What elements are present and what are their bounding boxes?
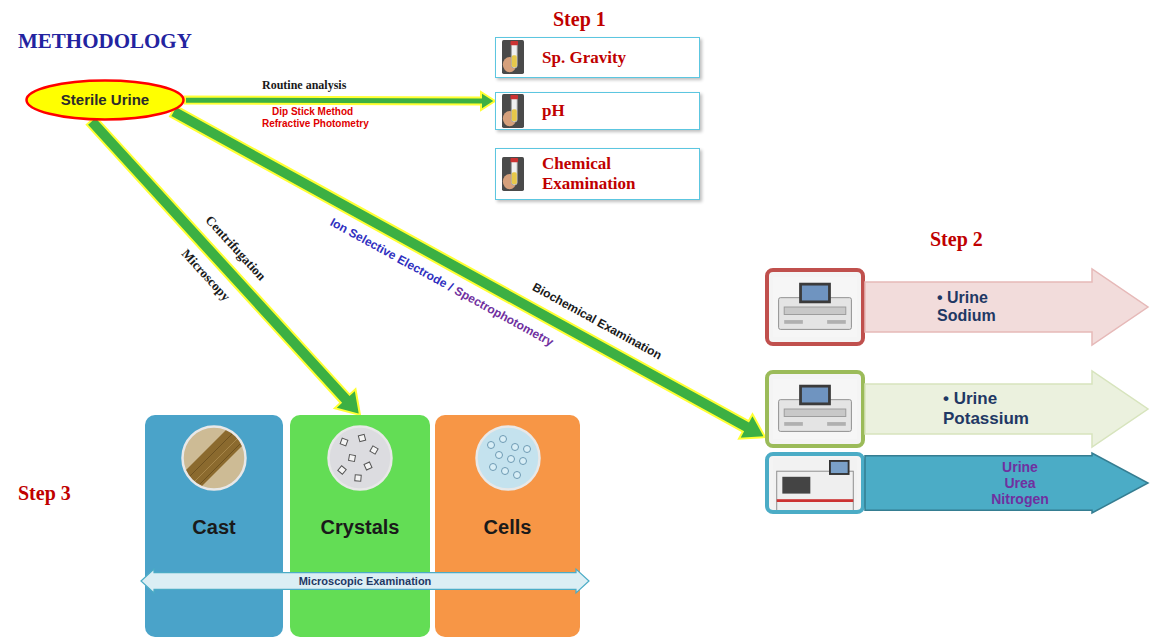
micrograph-circle-use — [181, 425, 247, 491]
analyte-arrow: • Urine Sodium — [765, 268, 1150, 346]
column-title: Crystals — [290, 515, 430, 539]
test-name: pH — [542, 101, 691, 121]
method-note: Dip Stick Method — [272, 106, 353, 118]
exam-column: Cells — [435, 415, 580, 637]
analyte-arrow: Urine Urea Nitrogen — [765, 452, 1150, 514]
analyzer-picture-use — [773, 458, 857, 514]
flow-arrow — [87, 117, 360, 415]
analyzer-picture — [773, 458, 857, 514]
dipstick-icon — [502, 157, 524, 191]
micrograph-circle — [475, 425, 541, 491]
analyte-text: • Urine Sodium — [937, 289, 1033, 326]
micrograph-circle — [181, 425, 247, 491]
column-title: Cast — [145, 515, 283, 539]
arrow-body — [865, 371, 1148, 447]
dipstick-icon-use — [502, 157, 524, 191]
test-box: Sp. Gravity — [495, 37, 700, 78]
double-arrow-band: Microscopic Examination — [140, 568, 590, 594]
micrograph-circle-use — [327, 425, 393, 491]
analyte-text: Urine Urea Nitrogen — [989, 459, 1051, 507]
column-title: Cells — [435, 515, 580, 539]
exam-column: Cast — [145, 415, 283, 637]
flow-arrow-shape — [170, 106, 765, 439]
dipstick-icon — [502, 94, 524, 128]
instrument-frame — [765, 268, 865, 346]
step-heading: Step 1 — [553, 8, 606, 31]
analyzer-picture-use — [773, 379, 857, 439]
analyte-text: • Urine Potassium — [943, 389, 1055, 428]
analyte-name: • Urine Potassium — [943, 389, 1055, 428]
instrument-frame — [765, 452, 865, 514]
flow-arrow-shape — [87, 117, 360, 415]
micrograph-circle-use — [475, 425, 541, 491]
step-heading: Step 3 — [18, 482, 71, 505]
exam-column: Crystals — [290, 415, 430, 637]
test-name: Sp. Gravity — [542, 48, 691, 68]
test-box: Chemical Examination — [495, 148, 700, 200]
analyte-name: Urine Urea Nitrogen — [989, 459, 1051, 507]
analyzer-picture-use — [773, 277, 857, 337]
method-note: Refractive Photometry — [262, 118, 369, 130]
analyte-arrow: • Urine Potassium — [765, 370, 1150, 448]
ellipse-shape — [27, 81, 184, 120]
dipstick-icon — [502, 40, 524, 74]
test-name: Chemical Examination — [542, 154, 691, 193]
analyzer-picture — [773, 277, 857, 337]
test-box: pH — [495, 92, 700, 130]
arrow-shape — [865, 268, 1150, 346]
dipstick-icon-use — [502, 94, 524, 128]
step-heading: Step 2 — [930, 228, 983, 251]
route-label: Routine analysis — [262, 79, 346, 93]
flow-arrow — [170, 106, 765, 439]
micrograph-circle — [327, 425, 393, 491]
ellipse-label: Sterile Urine — [61, 92, 149, 109]
arrow-body — [865, 453, 1148, 513]
label-group: Ion Selective Electrode /Spectrophotomet… — [327, 216, 555, 350]
analyte-name: • Urine Sodium — [937, 289, 1033, 326]
diagram-title: METHODOLOGY — [18, 29, 192, 54]
band-label: Microscopic Examination — [299, 575, 432, 587]
start-ellipse: Sterile Urine — [25, 79, 185, 121]
analyzer-picture — [773, 379, 857, 439]
instrument-frame — [765, 370, 865, 448]
arrow-body — [865, 269, 1148, 345]
dipstick-icon-use — [502, 40, 524, 74]
double-arrow-shape — [141, 569, 589, 593]
